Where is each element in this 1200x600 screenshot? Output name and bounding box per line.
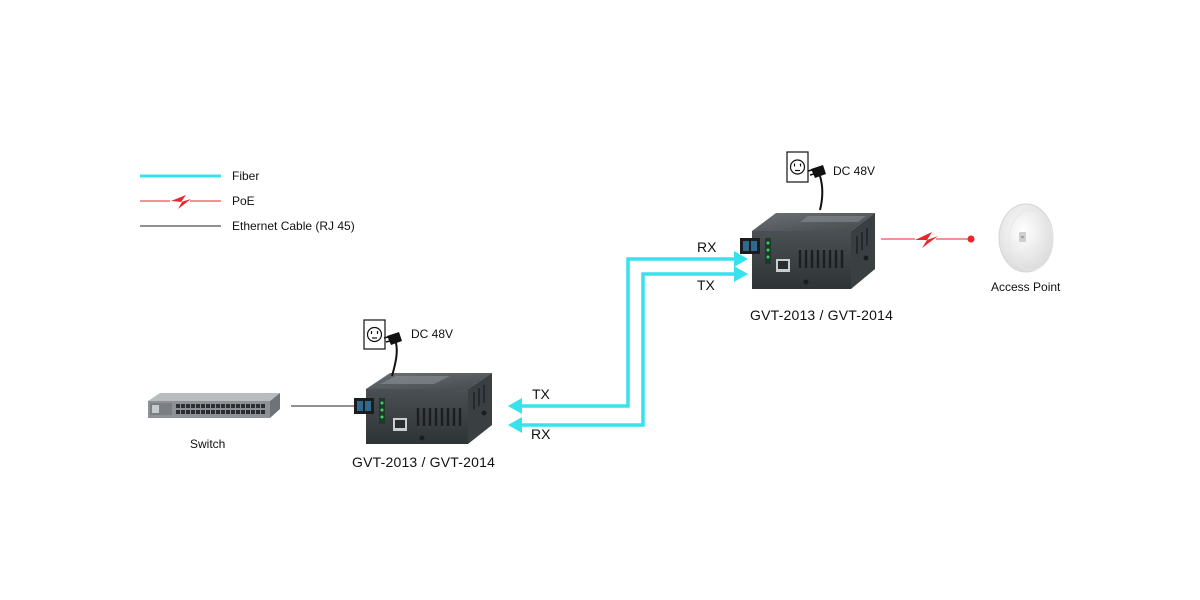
left-power-label: DC 48V <box>411 327 454 341</box>
poe-cable <box>881 232 975 248</box>
arrow-left-rx <box>508 417 522 433</box>
fiber-links <box>516 257 740 427</box>
legend-poe-label: PoE <box>232 194 255 208</box>
legend-poe-line <box>140 195 221 209</box>
right-power-plug-icon <box>807 165 826 211</box>
legend-ethernet-label: Ethernet Cable (RJ 45) <box>232 219 355 233</box>
fiber-line-tx-to-rx <box>516 257 740 408</box>
switch-label: Switch <box>190 437 226 451</box>
fiber-line-rx-from-tx <box>516 272 740 427</box>
switch-device-icon <box>148 393 280 418</box>
left-power-outlet-icon <box>363 319 386 350</box>
arrow-right-rx <box>734 251 748 267</box>
fiber-arrowheads <box>508 251 748 433</box>
legend <box>140 174 221 227</box>
legend-fiber-label: Fiber <box>232 169 260 183</box>
arrow-right-tx <box>734 266 748 282</box>
left-rx-label: RX <box>531 426 551 442</box>
left-media-converter-icon <box>354 373 492 444</box>
right-power-label: DC 48V <box>833 164 876 178</box>
lightning-bolt-icon <box>915 232 938 248</box>
left-power-plug-icon <box>383 332 402 377</box>
lightning-bolt-icon <box>171 195 191 209</box>
right-rx-label: RX <box>697 239 717 255</box>
right-tx-label: TX <box>697 277 715 293</box>
access-point-label: Access Point <box>991 280 1061 294</box>
access-point-icon <box>998 203 1054 273</box>
arrow-left-tx <box>508 398 522 414</box>
poe-endpoint-dot <box>967 235 975 243</box>
left-tx-label: TX <box>532 386 550 402</box>
right-power-outlet-icon <box>786 151 809 183</box>
left-model-label: GVT-2013 / GVT-2014 <box>352 454 496 470</box>
right-model-label: GVT-2013 / GVT-2014 <box>750 307 894 323</box>
right-media-converter-icon <box>740 213 875 289</box>
